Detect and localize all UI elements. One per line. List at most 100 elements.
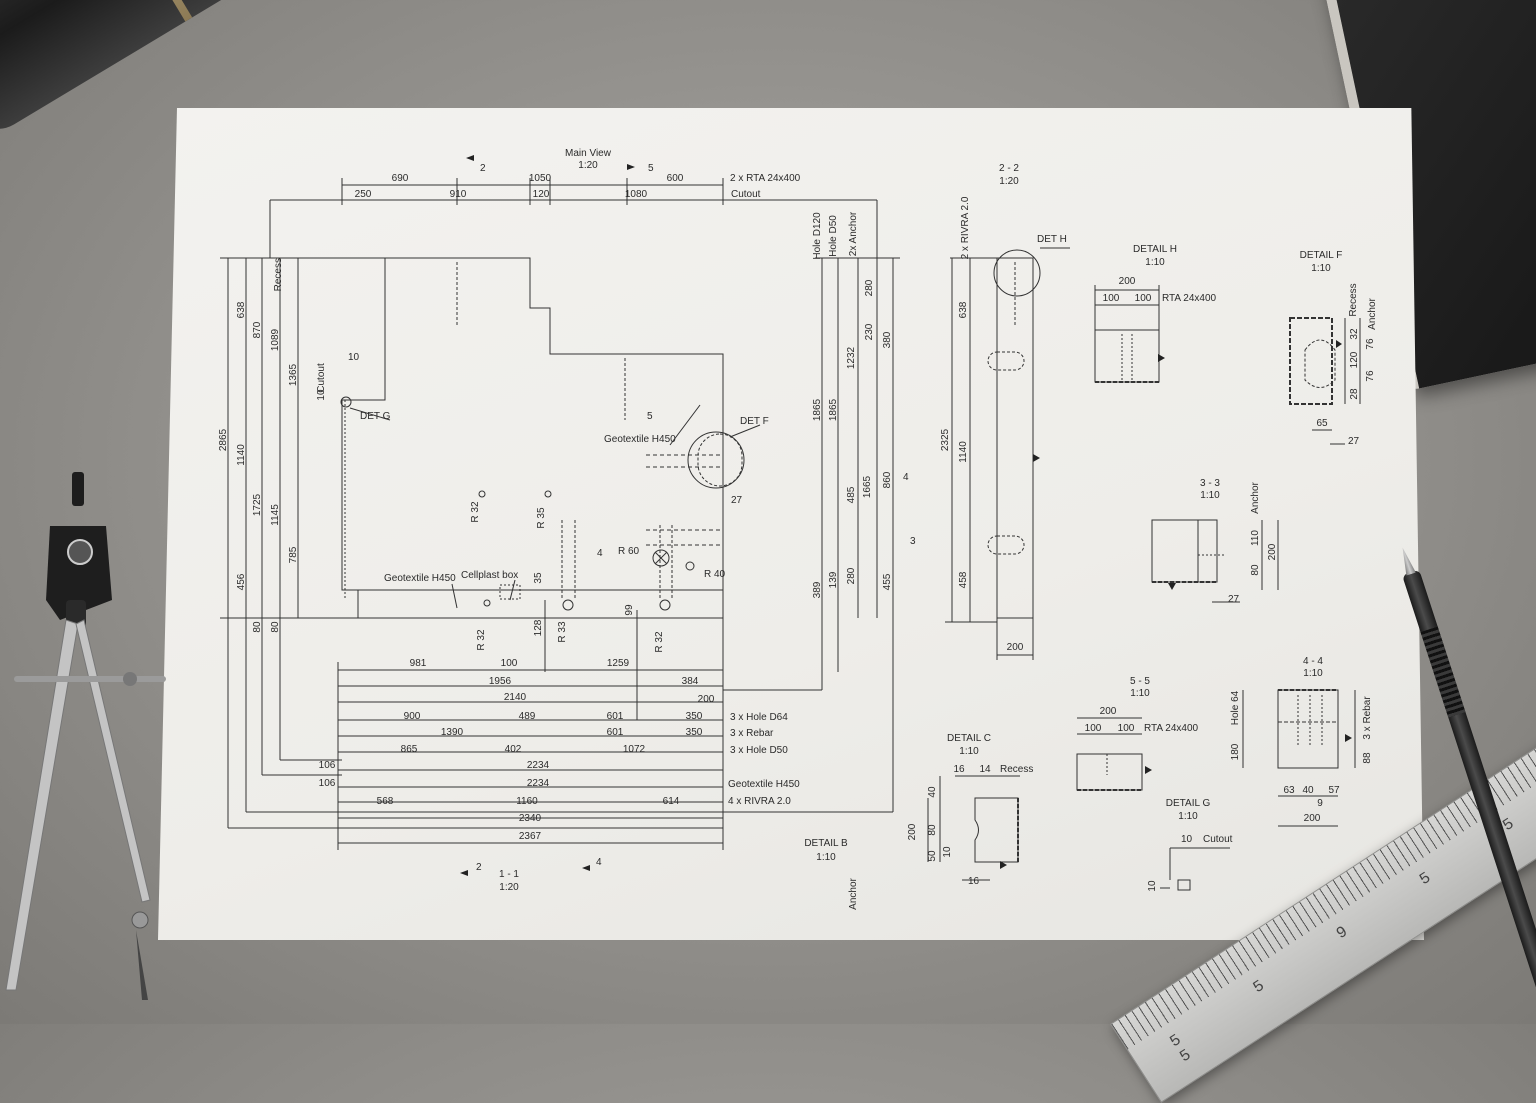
det-g-label: DET G: [360, 411, 391, 422]
s44-dim-40: 40: [1302, 785, 1314, 796]
detail-g-title: DETAIL G: [1166, 798, 1211, 809]
bdim-200: 200: [698, 694, 715, 705]
section-1-1-title: 1 - 1: [499, 869, 519, 880]
right-dim-139: 139: [828, 571, 839, 588]
radius-32a: R 32: [470, 501, 481, 523]
left-cutout: Cutout: [316, 363, 327, 393]
detail-c-scale: 1:10: [959, 746, 979, 757]
s33-dim-110: 110: [1250, 530, 1261, 546]
detail-h-note: RTA 24x400: [1162, 293, 1217, 304]
det-f-label: DET F: [740, 416, 769, 427]
s44-dim-88: 88: [1362, 752, 1373, 764]
cut-arrow-4-mid: 4: [597, 548, 603, 559]
detail-b-title: DETAIL B: [804, 838, 848, 849]
det-h-label: DET H: [1037, 234, 1067, 245]
left-dim-10a: 10: [348, 352, 360, 363]
right-hole-d120: Hole D120: [812, 212, 823, 260]
detail-h-dim-200: 200: [1119, 276, 1136, 287]
note-hole-d50: 3 x Hole D50: [730, 745, 788, 756]
detail-c-outline: [974, 797, 1019, 863]
dim-99: 99: [624, 604, 635, 616]
left-dim-2865: 2865: [218, 428, 229, 451]
bdim-1956: 1956: [489, 676, 512, 687]
bdim-106a: 106: [319, 760, 336, 771]
note-rivra: 4 x RIVRA 2.0: [728, 796, 791, 807]
drafting-compass: [5, 472, 166, 1000]
section-3-3-title: 3 - 3: [1200, 478, 1220, 489]
left-dim-638: 638: [236, 301, 247, 318]
s33-dim-27: 27: [1228, 594, 1240, 605]
cut-arrow-5-top: 5: [648, 163, 654, 174]
left-dim-80b: 80: [270, 621, 281, 633]
section-1-1-scale: 1:20: [499, 882, 519, 893]
bdim-350a: 350: [686, 711, 703, 722]
right-dim-1865a: 1865: [812, 398, 823, 421]
right-dim-1865b: 1865: [828, 398, 839, 421]
left-dim-1140: 1140: [236, 444, 247, 466]
detail-c-dim-40: 40: [927, 786, 938, 798]
detail-f-dim-28: 28: [1349, 388, 1360, 400]
bdim-2234b: 2234: [527, 778, 550, 789]
note-rebar: 3 x Rebar: [730, 728, 774, 739]
cut-arrow-4-bottom: 4: [596, 857, 602, 868]
dim-35: 35: [533, 572, 544, 584]
detail-f-title: DETAIL F: [1300, 250, 1343, 261]
detail-f-recess: Recess: [1348, 283, 1359, 316]
geotextile-top-label: Geotextile H450: [604, 434, 676, 445]
detail-f-dim-65: 65: [1316, 418, 1328, 429]
left-dim-1725: 1725: [252, 493, 263, 516]
right-anchor: 2x Anchor: [848, 211, 859, 256]
radius-35: R 35: [536, 507, 547, 529]
note-hole-d64: 3 x Hole D64: [730, 712, 788, 723]
detail-h-scale: 1:10: [1145, 257, 1165, 268]
cut-arrow-5-mid: 5: [647, 411, 653, 422]
bdim-981: 981: [410, 658, 427, 669]
bdim-1259: 1259: [607, 658, 630, 669]
detail-f-dim-32: 32: [1349, 328, 1360, 340]
bdim-402: 402: [505, 744, 522, 755]
detail-g-dim-10b: 10: [1147, 880, 1158, 892]
section-2-2-outline: [996, 257, 1034, 619]
top-dim-690: 690: [392, 173, 409, 184]
right-dim-280: 280: [864, 279, 875, 296]
section-5-5-title: 5 - 5: [1130, 676, 1150, 687]
bdim-350b: 350: [686, 727, 703, 738]
detail-c-title: DETAIL C: [947, 733, 991, 744]
detail-h-title: DETAIL H: [1133, 244, 1177, 255]
technical-drawing: Main View 1:20 2 5 2 x RTA 24x400 Cutout…: [218, 148, 1378, 910]
detail-f-outline: [1289, 317, 1333, 405]
bdim-601a: 601: [607, 711, 624, 722]
s33-dim-80: 80: [1250, 564, 1261, 576]
section-2-2-title: 2 - 2: [999, 163, 1019, 174]
detail-f-dim-76b: 76: [1365, 370, 1376, 382]
s55-dim-200: 200: [1100, 706, 1117, 717]
right-dim-27: 27: [731, 495, 743, 506]
bdim-601b: 601: [607, 727, 624, 738]
left-dim-785: 785: [288, 546, 299, 563]
s44-dim-57: 57: [1328, 785, 1340, 796]
s55-note: RTA 24x400: [1144, 723, 1199, 734]
section-4-4-title: 4 - 4: [1303, 656, 1323, 667]
left-dim-1145: 1145: [270, 504, 281, 526]
right-dim-1665: 1665: [862, 475, 873, 498]
s44-dim-180: 180: [1230, 743, 1241, 760]
s44-dim-63: 63: [1283, 785, 1295, 796]
s22-dim-2325: 2325: [940, 428, 951, 451]
dim-128: 128: [533, 619, 544, 636]
note-geotextile: Geotextile H450: [728, 779, 800, 790]
radius-32b: R 32: [476, 629, 487, 651]
bdim-1390: 1390: [441, 727, 464, 738]
detail-c-dim-16: 16: [953, 764, 965, 775]
detail-c-dim-14: 14: [979, 764, 991, 775]
detail-g-dim-10a: 10: [1181, 834, 1193, 845]
detail-f-dim-76a: 76: [1365, 338, 1376, 350]
top-dim-1050: 1050: [529, 173, 552, 184]
right-dim-485: 485: [846, 486, 857, 503]
top-dim-250: 250: [355, 189, 372, 200]
right-cut-3: 3: [910, 536, 916, 547]
section-5-5-outline: [1076, 753, 1143, 791]
detail-b-anchor: Anchor: [848, 877, 859, 909]
section-2-2-width: 200: [1007, 642, 1024, 653]
rta-note: 2 x RTA 24x400: [730, 173, 801, 184]
top-dim-600: 600: [667, 173, 684, 184]
